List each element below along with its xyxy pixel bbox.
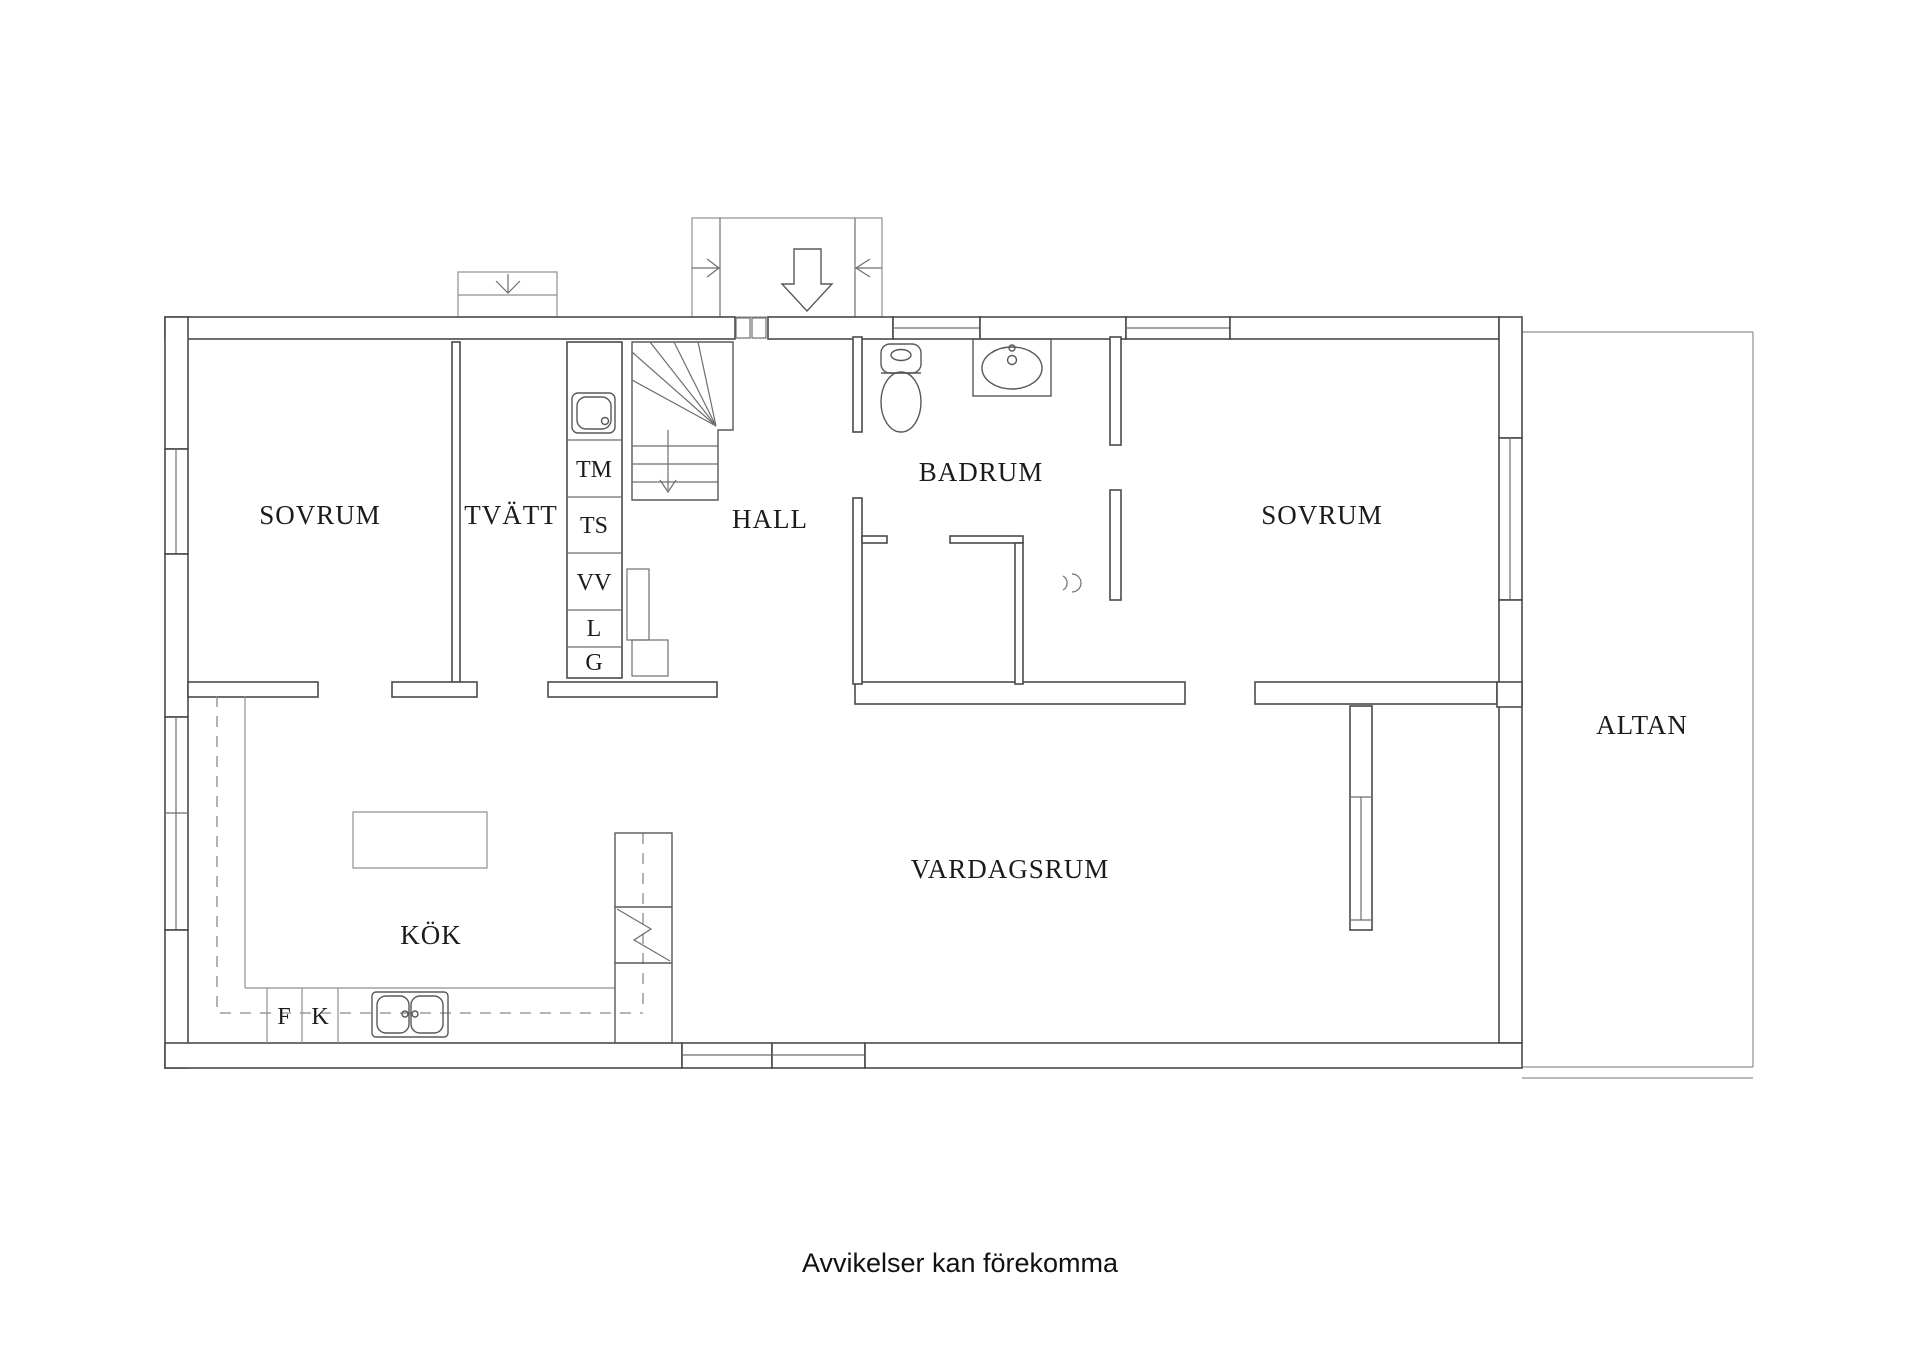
label-f: F: [277, 1004, 290, 1030]
label-vv: VV: [577, 570, 612, 596]
label-l: L: [587, 616, 602, 642]
interior-walls: [187, 341, 1523, 931]
understair-closet: [626, 568, 650, 641]
tall-cabinet: [614, 832, 673, 1044]
washbasin-icon: [972, 338, 1052, 397]
kitchen: [216, 696, 673, 1044]
entry-step-arrow-left-icon: [706, 258, 720, 278]
canopy: [457, 271, 558, 318]
stairs-direction-arrow-icon: [659, 430, 677, 494]
laundry-sink-icon: [571, 392, 616, 434]
entrance-arrow-icon: [780, 248, 834, 313]
stairs: [626, 341, 734, 677]
altan-outline: [1522, 331, 1754, 1079]
label-tm: TM: [576, 457, 612, 483]
overhead-cabinet-dash: [216, 696, 643, 1014]
wall-sovrum-tvatt: [451, 341, 461, 683]
understair-closet: [631, 639, 669, 677]
label-hall: HALL: [732, 504, 808, 534]
entry-step-arrow-right-icon: [855, 258, 871, 278]
floor-drain-icon: [1062, 573, 1082, 593]
label-sovrum-left: SOVRUM: [259, 500, 381, 530]
window-partition: [1349, 705, 1373, 931]
stove-zigzag-icon: [616, 908, 671, 962]
label-kok: KÖK: [400, 920, 462, 950]
label-k: K: [311, 1004, 329, 1030]
label-altan: ALTAN: [1596, 710, 1688, 740]
label-sovrum-right: SOVRUM: [1261, 500, 1383, 530]
utility-column: [566, 341, 623, 679]
exterior-walls: [164, 316, 1523, 1069]
toilet-icon: [880, 343, 922, 433]
kitchen-sink-icon: [371, 991, 449, 1038]
label-tvatt: TVÄTT: [464, 500, 557, 530]
label-badrum: BADRUM: [919, 457, 1044, 487]
label-ts: TS: [580, 513, 608, 539]
door-threshold: [751, 317, 767, 339]
disclaimer-text: Avvikelser kan förekomma: [802, 1248, 1119, 1278]
entrance-porch: [691, 217, 883, 318]
label-g: G: [585, 650, 602, 676]
door-threshold: [735, 317, 751, 339]
kitchen-island: [352, 811, 488, 869]
bathroom: [852, 336, 1122, 685]
room-labels: SOVRUM TVÄTT HALL BADRUM SOVRUM KÖK VARD…: [259, 457, 1688, 950]
canopy-arrow-icon: [495, 274, 521, 294]
appliance-labels: TM TS VV L G F K: [277, 457, 612, 1030]
label-vardagsrum: VARDAGSRUM: [911, 854, 1110, 884]
